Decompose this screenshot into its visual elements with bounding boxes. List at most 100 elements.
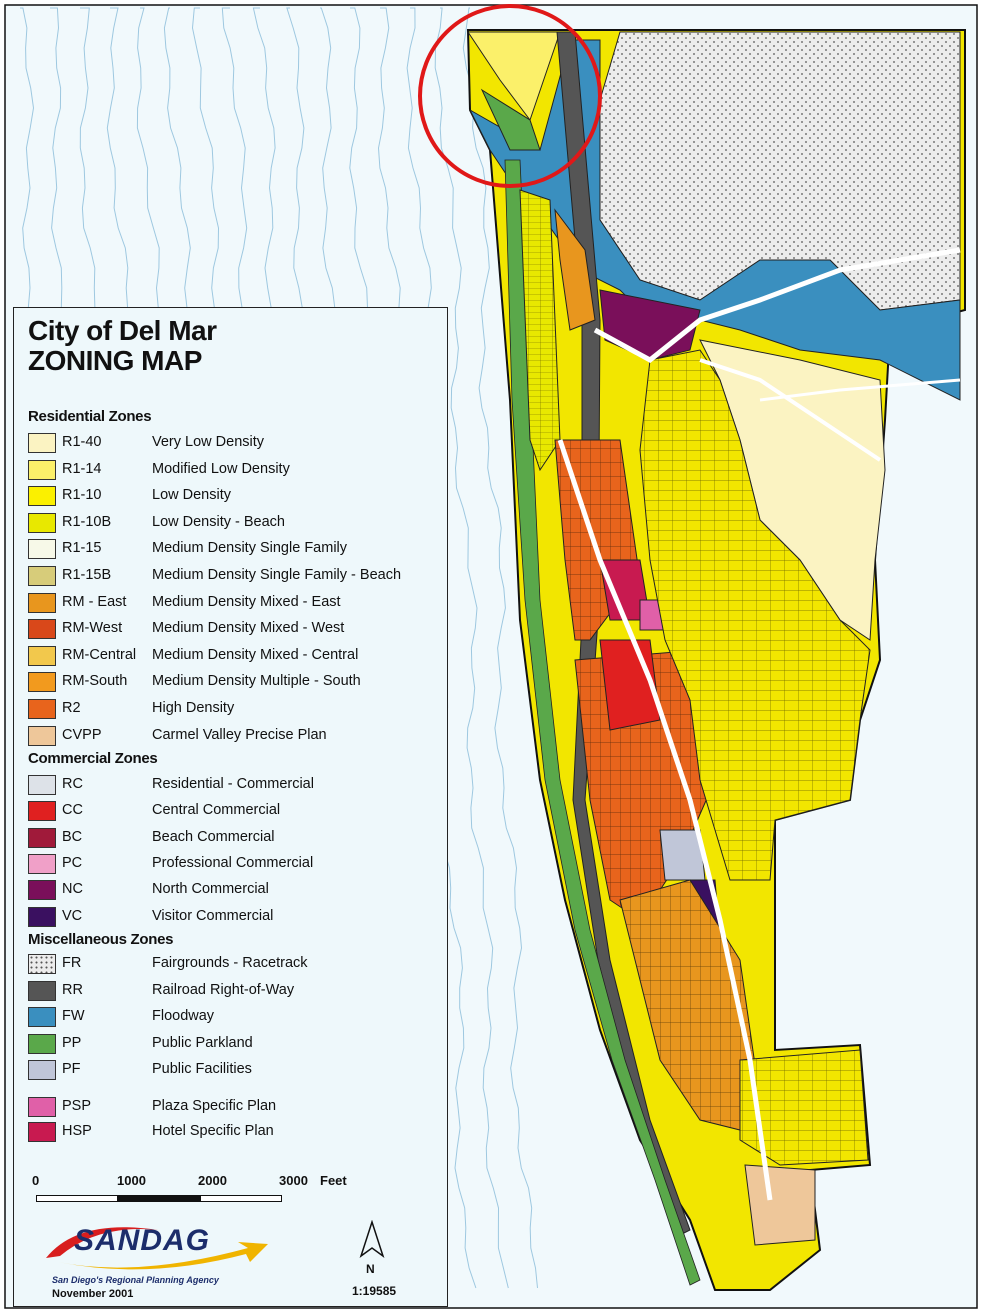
scale-label-2000: 2000 (198, 1173, 227, 1188)
rm-east-zone-north (554, 208, 596, 331)
legend-code: PP (62, 1034, 82, 1051)
legend-description: Visitor Commercial (152, 907, 274, 924)
legend-code: R1-10B (62, 513, 112, 530)
legend-swatch (28, 980, 56, 1001)
legend-description: Low Density (152, 487, 231, 504)
legend-swatch (28, 801, 56, 822)
legend-description: Floodway (152, 1008, 215, 1025)
south-low-density-zone (739, 1049, 869, 1166)
legend-swatch (28, 566, 56, 586)
legend-description: Public Facilities (152, 1061, 252, 1078)
legend-code: R1-40 (62, 434, 102, 450)
legend-description: Residential - Commercial (152, 776, 314, 792)
map-title: City of Del Mar ZONING MAP (28, 316, 217, 376)
legend-description: Central Commercial (152, 802, 281, 819)
legend-code: RM - East (62, 593, 127, 610)
main-road (593, 247, 961, 363)
legend-swatch (28, 592, 56, 613)
legend-row-rm-east: RM - East Medium Density Mixed - East (28, 592, 448, 614)
logo-tagline: San Diego's Regional Planning Agency (52, 1275, 219, 1285)
legend-row-pp: PP Public Parkland (28, 1033, 448, 1055)
hillside-low-density-zone (639, 349, 871, 881)
legend-row-bc: BC Beach Commercial (28, 827, 448, 849)
map-date: November 2001 (52, 1288, 134, 1300)
legend-code: CVPP (62, 726, 102, 743)
sandag-swoosh-icon (46, 1227, 268, 1270)
legend-code: R2 (62, 700, 81, 716)
legend-description: Plaza Specific Plan (152, 1098, 277, 1114)
camino-del-mar (557, 439, 773, 1201)
legend-row-cvpp: CVPP Carmel Valley Precise Plan (28, 725, 448, 747)
legend-row-pf: PF Public Facilities (28, 1059, 448, 1081)
legend-description: Hotel Specific Plan (152, 1123, 274, 1139)
legend-code: RM-Central (62, 646, 137, 663)
legend-description: Modified Low Density (152, 460, 290, 477)
legend-swatch (28, 486, 56, 507)
legend-code: PSP (62, 1098, 92, 1114)
legend-code: FW (62, 1008, 85, 1025)
highlight-circle (418, 4, 602, 188)
sandag-logo: SANDAG (38, 1218, 278, 1278)
legend-swatch (28, 1060, 56, 1081)
north-label: N (366, 1262, 375, 1276)
legend-description: Medium Density Single Family - Beach (152, 567, 402, 583)
scale-bar: 0 1000 2000 3000 Feet (32, 1173, 372, 1213)
map-title-line2: ZONING MAP (28, 345, 202, 376)
sandag-wordmark: SANDAG (74, 1224, 211, 1257)
legend-code: HSP (62, 1123, 92, 1139)
legend-swatch (28, 853, 56, 874)
legend-description: Medium Density Mixed - East (152, 593, 341, 610)
legend-swatch (28, 619, 56, 640)
legend-swatch (28, 459, 56, 480)
legend-description: Fairgrounds - Racetrack (152, 955, 308, 971)
legend-description: Carmel Valley Precise Plan (152, 726, 327, 743)
legend-swatch (28, 906, 56, 927)
legend-description: Beach Commercial (152, 828, 275, 845)
legend-code: VC (62, 907, 83, 924)
legend-swatch (28, 1007, 56, 1028)
legend-swatch (28, 954, 56, 974)
scale-segment-1 (36, 1195, 118, 1202)
legend-swatch (28, 672, 56, 693)
scale-label-unit: Feet (320, 1173, 347, 1188)
legend-description: Professional Commercial (152, 854, 314, 871)
ocean-contour-line (462, 7, 538, 1289)
legend-code: RM-South (62, 673, 128, 690)
legend-row-pc: PC Professional Commercial (28, 853, 448, 875)
map-legend: City of Del Mar ZONING MAP Residential Z… (13, 307, 448, 1307)
legend-code: PF (62, 1061, 81, 1078)
cvpp-zone (744, 1164, 816, 1246)
legend-code: PC (62, 854, 83, 871)
legend-swatch (28, 699, 56, 719)
map-title-line1: City of Del Mar (28, 315, 217, 346)
legend-code: RM-West (62, 620, 123, 637)
legend-row-fw: FW Floodway (28, 1006, 448, 1028)
legend-code: BC (62, 828, 83, 845)
legend-swatch (28, 1122, 56, 1142)
legend-description: Public Parkland (152, 1034, 253, 1051)
north-park-zone (480, 88, 541, 151)
scale-ratio: 1:19585 (352, 1284, 397, 1298)
scale-label-0: 0 (32, 1173, 40, 1188)
legend-swatch (28, 827, 56, 848)
legend-code: R1-15 (62, 540, 102, 557)
east-road (699, 358, 882, 462)
beach-residential-zone (519, 189, 561, 472)
scale-label-3000: 3000 (279, 1173, 308, 1188)
legend-swatch (28, 1033, 56, 1054)
scale-label-1000: 1000 (117, 1173, 146, 1188)
legend-swatch (28, 539, 56, 560)
